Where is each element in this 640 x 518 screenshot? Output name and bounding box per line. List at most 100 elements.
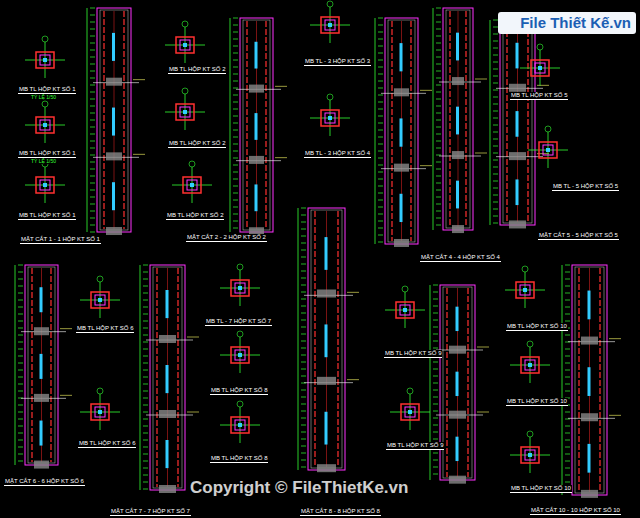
stirrup-tick <box>433 306 438 307</box>
column-section <box>525 360 535 370</box>
column-outline <box>500 20 535 225</box>
stirrup-tick <box>301 460 306 461</box>
stirrup-tick <box>493 202 498 203</box>
stirrup-tick <box>301 446 306 447</box>
stirrup-tick <box>433 292 438 293</box>
rebar <box>599 268 600 492</box>
stirrup-tick <box>565 384 570 385</box>
plan-detail <box>390 388 430 430</box>
stirrup-tick <box>233 158 238 159</box>
plan-detail <box>220 401 260 443</box>
stirrup-tick <box>493 181 498 182</box>
stirrup-tick <box>301 418 306 419</box>
stirrup-tick <box>565 447 570 448</box>
duct-segment <box>588 444 591 473</box>
stirrup-tick <box>233 60 238 61</box>
duct <box>43 58 47 62</box>
opening <box>249 85 264 93</box>
stirrup-tick <box>436 211 441 212</box>
stirrup-tick <box>18 335 23 336</box>
stirrup-tick <box>378 200 383 201</box>
stirrup-tick <box>143 475 148 476</box>
rebar-box <box>396 302 414 318</box>
stirrup-tick <box>436 29 441 30</box>
stirrup-tick <box>301 439 306 440</box>
duct <box>43 123 47 127</box>
stirrup-tick <box>433 432 438 433</box>
column-outline <box>443 8 473 230</box>
stirrup-tick <box>143 279 148 280</box>
duct <box>328 23 332 27</box>
level-mark <box>347 292 359 293</box>
stirrup-tick <box>143 398 148 399</box>
opening <box>452 77 464 85</box>
stirrup-tick <box>301 348 306 349</box>
drawing-title: MB TL HỘP KT SỐ 10 <box>506 323 568 331</box>
stirrup-tick <box>301 432 306 433</box>
stirrup-tick <box>18 454 23 455</box>
stirrup-tick <box>301 453 306 454</box>
stirrup-tick <box>90 57 95 58</box>
stirrup-tick <box>433 460 438 461</box>
concrete-line <box>311 210 342 468</box>
stirrup-tick <box>143 433 148 434</box>
duct-segment <box>166 440 169 468</box>
stirrup-tick <box>565 321 570 322</box>
stirrup-tick <box>378 25 383 26</box>
dimension-line <box>87 8 88 232</box>
dimension-line <box>375 18 376 244</box>
stirrup-tick <box>233 67 238 68</box>
stirrup-tick <box>233 109 238 110</box>
stirrup-tick <box>378 207 383 208</box>
stirrup-tick <box>433 376 438 377</box>
stirrup-tick <box>301 355 306 356</box>
rebar <box>123 11 124 229</box>
stirrup-tick <box>493 223 498 224</box>
grid-bubble <box>407 388 413 394</box>
stirrup-tick <box>143 482 148 483</box>
plan-detail <box>528 126 568 168</box>
concrete-line <box>446 10 470 228</box>
stirrup-tick <box>433 313 438 314</box>
column-section <box>40 120 50 130</box>
stirrup-tick <box>143 265 148 266</box>
duct-segment <box>112 182 115 210</box>
stirrup-tick <box>18 370 23 371</box>
stirrup-tick <box>143 384 148 385</box>
stirrup-tick <box>90 134 95 135</box>
grid-bubble <box>237 331 243 337</box>
stirrup-tick <box>233 74 238 75</box>
stirrup-tick <box>301 320 306 321</box>
rebar-box <box>231 347 249 363</box>
stirrup-tick <box>565 300 570 301</box>
stirrup-tick <box>565 440 570 441</box>
grid-bubble <box>237 401 243 407</box>
stirrup-tick <box>233 46 238 47</box>
opening <box>106 227 122 235</box>
stirrup-tick <box>18 321 23 322</box>
opening <box>449 411 466 419</box>
stirrup-tick <box>378 186 383 187</box>
concrete-line <box>243 20 270 230</box>
stirrup-tick <box>378 109 383 110</box>
duct-segment <box>325 237 328 270</box>
stirrup-tick <box>143 335 148 336</box>
plan-detail <box>310 94 350 136</box>
stirrup-tick <box>436 148 441 149</box>
dimension-line <box>230 18 231 232</box>
stirrup-tick <box>301 334 306 335</box>
stirrup-tick <box>565 433 570 434</box>
rebar-box <box>36 52 54 68</box>
drawing-title: MẶT CẮT 10 - 10 HỘP KT SỐ 10 <box>530 507 621 515</box>
duct-segment <box>456 181 459 209</box>
plan-detail <box>25 36 65 78</box>
stirrup-tick <box>436 85 441 86</box>
drawing-title: MB TL HỘP KT SỐ 9 <box>386 442 444 450</box>
stirrup-tick <box>565 482 570 483</box>
stirrup-tick <box>301 264 306 265</box>
rebar <box>465 11 466 227</box>
stirrup-tick <box>90 92 95 93</box>
stirrup-tick <box>433 299 438 300</box>
stirrup-tick <box>301 467 306 468</box>
level-mark <box>187 337 199 338</box>
